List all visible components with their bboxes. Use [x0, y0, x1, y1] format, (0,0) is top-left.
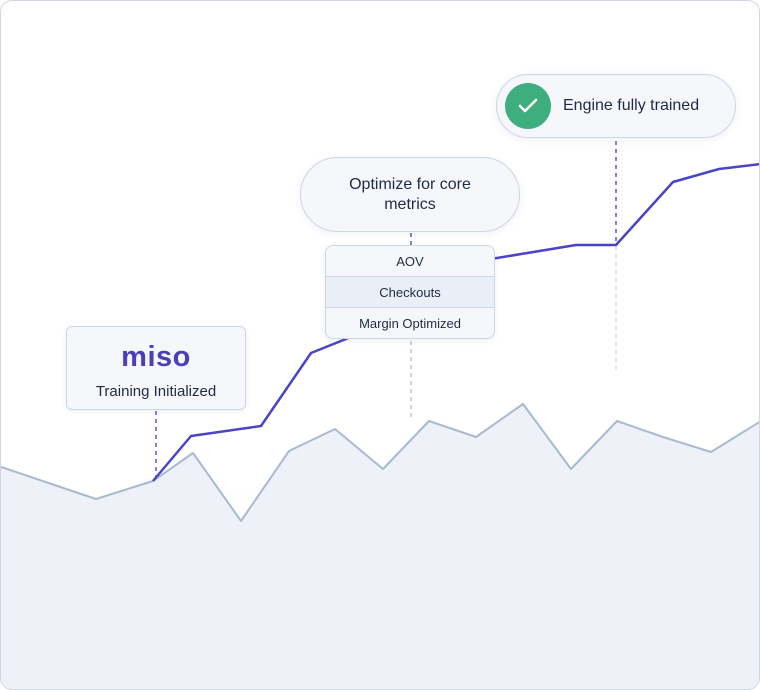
metric-list: AOV Checkouts Margin Optimized [325, 245, 495, 339]
metric-margin-optimized: Margin Optimized [359, 316, 461, 331]
baseline-line [1, 403, 759, 522]
check-icon [505, 83, 551, 129]
engine-trained-pill: Engine fully trained [496, 74, 736, 138]
optimize-label: Optimize for core metrics [349, 175, 471, 213]
metric-aov: AOV [326, 246, 494, 277]
training-initialized-card: miso Training Initialized [66, 326, 246, 410]
miso-logo: miso [121, 341, 191, 373]
optimize-pill: Optimize for core metrics [300, 157, 520, 232]
baseline-area [1, 404, 759, 689]
metric-checkouts: Checkouts [326, 277, 494, 308]
engine-trained-label: Engine fully trained [563, 97, 700, 114]
training-status-label: Training Initialized [95, 383, 217, 400]
